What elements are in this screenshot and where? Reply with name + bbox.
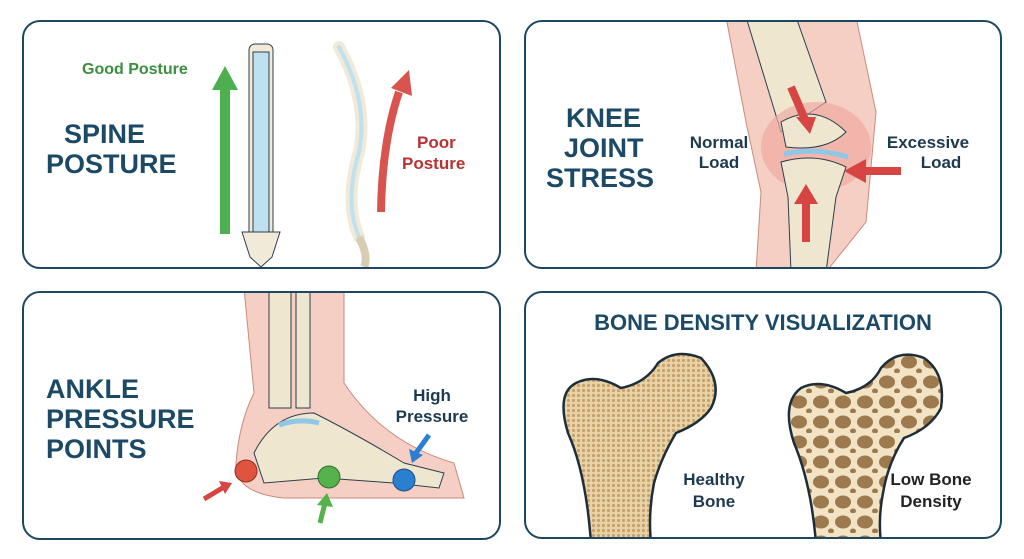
knee-title-line2: JOINT: [564, 133, 644, 163]
poor-posture-label-line1: Poor: [417, 133, 456, 152]
spine-title-line1: SPINE: [64, 119, 146, 149]
high-pressure-arrow-icon: [409, 433, 432, 463]
low-density-bone-icon: [787, 353, 944, 537]
ankle-title-line1: ANKLE: [46, 374, 139, 404]
ankle-pressure-panel: ANKLE PRESSURE POINTS High Pressure: [22, 291, 501, 540]
knee-title-line3: STRESS: [546, 163, 655, 193]
knee-title-line1: KNEE: [566, 103, 642, 133]
high-pressure-label-line1: High: [413, 386, 451, 405]
normal-load-label-line2: Load: [698, 153, 740, 172]
high-pressure-label-line2: Pressure: [395, 407, 469, 426]
up-load-arrow-icon: [794, 184, 818, 242]
knee-joint-panel: KNEE JOINT STRESS Normal Load Excessive …: [524, 20, 1002, 269]
bone-density-title: BONE DENSITY VISUALIZATION: [594, 310, 932, 335]
normal-load-label-line1: Normal: [689, 133, 749, 152]
healthy-bone-label-line1: Healthy: [683, 470, 745, 489]
healthy-bone-icon: [562, 352, 717, 537]
low-density-label-line2: Density: [900, 492, 962, 511]
straight-spine-icon: [241, 43, 281, 267]
bone-density-panel: BONE DENSITY VISUALIZATION Healthy Bone …: [524, 291, 1002, 539]
good-posture-arrow-icon: [212, 66, 238, 234]
foot-illustration: [202, 293, 465, 524]
excessive-load-arrow-icon: [844, 159, 901, 183]
curved-spine-icon: [333, 41, 368, 243]
heel-arrow-icon: [202, 481, 232, 502]
spine-illustration: [212, 41, 412, 267]
good-posture-label: Good Posture: [82, 61, 188, 78]
healthy-bone-label-line2: Bone: [692, 492, 736, 511]
midfoot-pressure-point-icon: [317, 465, 341, 489]
ankle-title-line2: PRESSURE: [46, 404, 195, 434]
ankle-title-line3: POINTS: [46, 434, 147, 464]
poor-posture-arrow-icon: [377, 70, 412, 213]
spine-title-line2: POSTURE: [46, 149, 177, 179]
midfoot-arrow-icon: [317, 493, 333, 524]
poor-posture-label-line2: Posture: [402, 154, 466, 173]
down-load-arrow-icon: [787, 85, 816, 134]
excessive-load-label-line2: Load: [920, 153, 962, 172]
spine-posture-panel: Good Posture SPINE POSTURE Poor Posture: [22, 20, 501, 269]
heel-pressure-point-icon: [234, 459, 258, 483]
forefoot-pressure-point-icon: [392, 468, 416, 492]
low-density-label-line1: Low Bone: [890, 470, 972, 489]
knee-illustration: [726, 22, 901, 267]
bone-illustration: [562, 352, 944, 537]
excessive-load-label-line1: Excessive: [886, 133, 970, 152]
